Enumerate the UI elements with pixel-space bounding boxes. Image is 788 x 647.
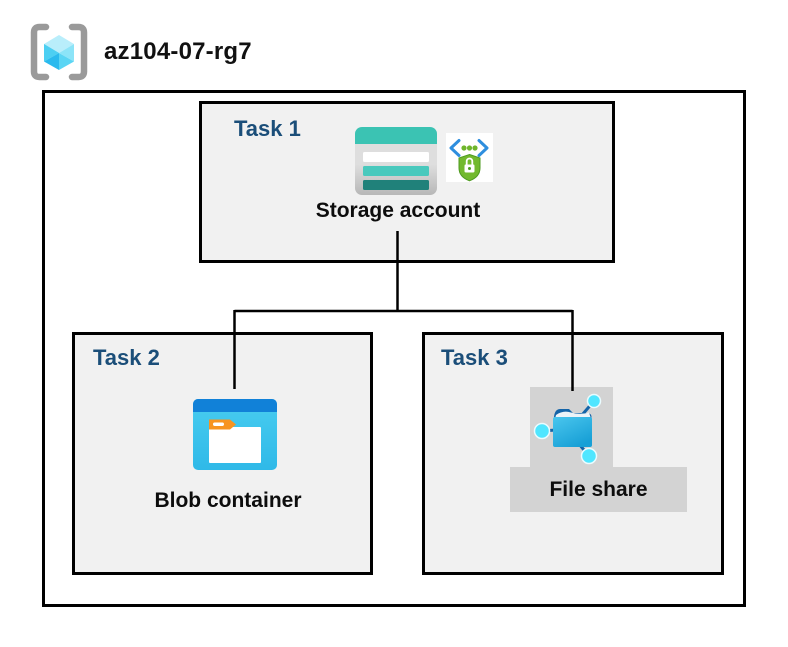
resource-group-name: az104-07-rg7 — [104, 38, 252, 65]
blob-container-label: Blob container — [154, 489, 302, 512]
storage-account-icon — [355, 127, 437, 195]
file-share-label-highlight: File share — [510, 467, 687, 512]
file-share-label: File share — [549, 477, 648, 501]
resource-group-header: az104-07-rg7 — [28, 21, 252, 83]
resource-group-icon — [30, 23, 88, 81]
file-share-icon — [530, 387, 613, 468]
task2-label: Task 2 — [93, 345, 160, 370]
task1-label: Task 1 — [234, 116, 301, 141]
task3-label: Task 3 — [441, 345, 508, 370]
blob-container-icon — [193, 399, 277, 470]
storage-account-label: Storage account — [315, 199, 481, 222]
secure-access-icon — [446, 133, 493, 182]
